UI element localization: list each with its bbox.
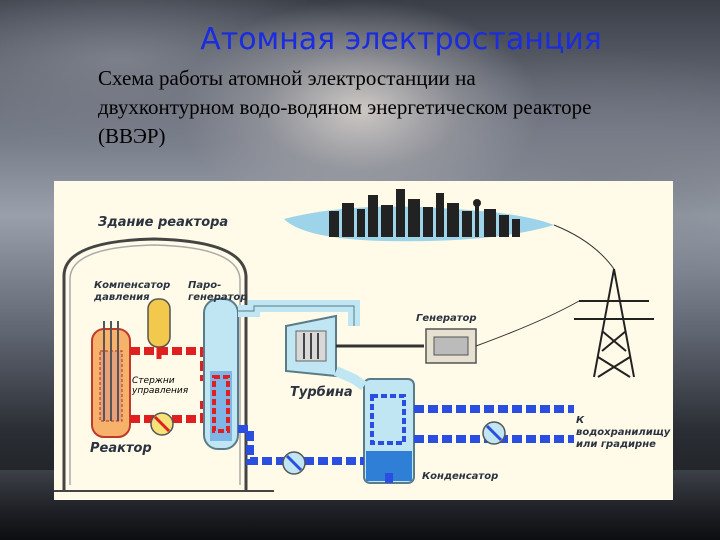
- steam-generator: [203, 298, 239, 450]
- npp-diagram: Здание реактора Компенсатор давления Пар…: [54, 181, 673, 500]
- label-cooling: К водохранилищу или градирне: [576, 415, 671, 450]
- reactor-vessel: [91, 321, 131, 438]
- city-skyline: [284, 189, 554, 242]
- label-condenser: Конденсатор: [422, 471, 499, 482]
- secondary-loop: [238, 425, 393, 483]
- condenser: [363, 378, 415, 484]
- reactor-building: [62, 237, 248, 491]
- turbine: [285, 314, 337, 378]
- label-pressurizer: Компенсатор давления: [94, 280, 171, 303]
- label-building: Здание реактора: [98, 215, 229, 230]
- slide-subtitle: Схема работы атомной электростанции на д…: [98, 66, 592, 148]
- generator: [425, 328, 477, 364]
- slide-title: Атомная электростанция: [200, 22, 602, 57]
- label-control-rods: Стержни управления: [132, 376, 189, 396]
- label-steam-generator: Паро- генератор: [188, 280, 248, 303]
- label-turbine: Турбина: [290, 385, 353, 400]
- label-reactor: Реактор: [90, 441, 152, 456]
- transmission-tower: [574, 268, 654, 378]
- diagram-graphic: [54, 189, 654, 492]
- label-generator: Генератор: [416, 313, 477, 324]
